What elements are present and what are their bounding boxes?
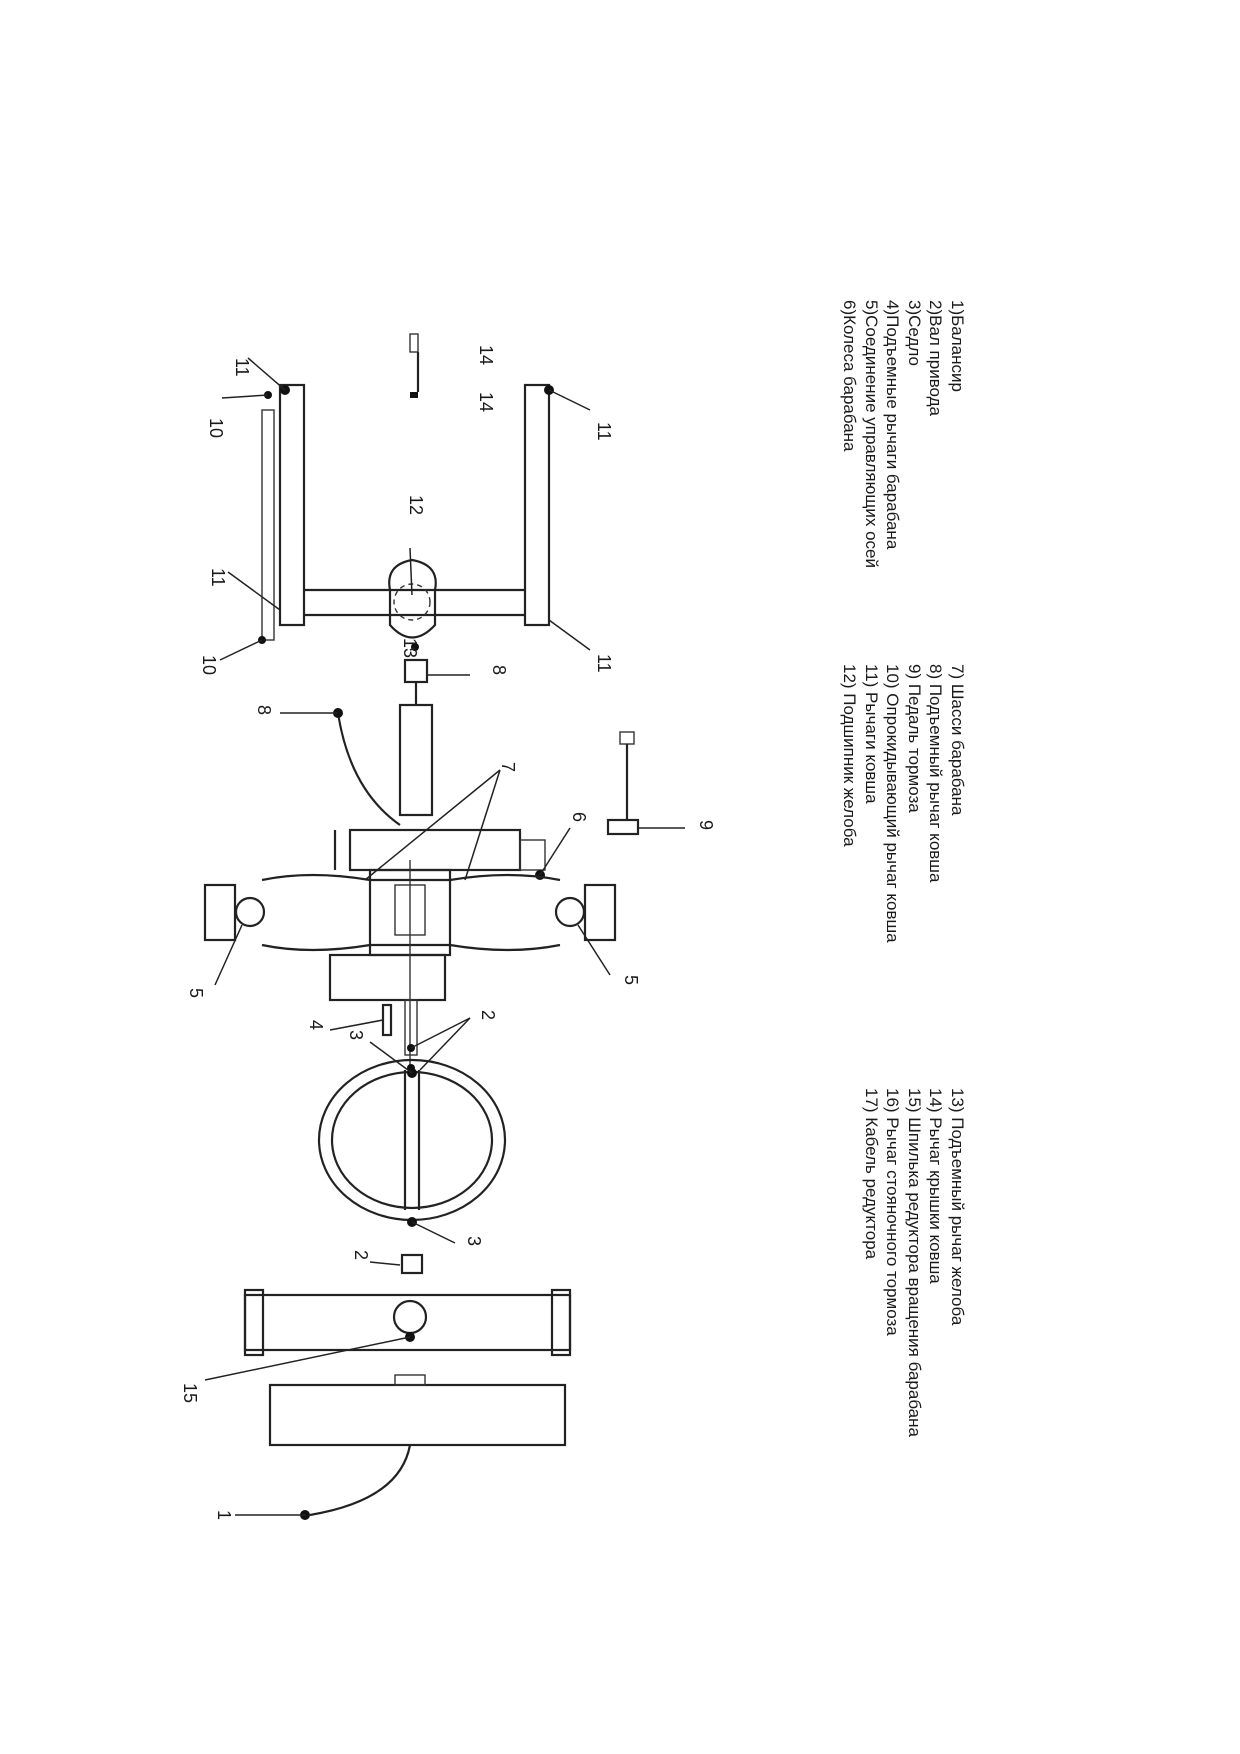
bucket-lift-cylinder — [333, 658, 434, 826]
leader-lines — [204, 357, 685, 1516]
brake-pedal — [606, 731, 640, 836]
balancer-beam — [268, 1374, 567, 1520]
legend-item-3: 3)Седло — [905, 300, 924, 366]
legend-item-5: 5)Соединение управляющих осей — [862, 300, 881, 568]
callout-7: 7 — [498, 762, 518, 772]
legend-item-17: 17) Кабель редуктора — [862, 1088, 881, 1260]
callout-12: 12 — [406, 495, 426, 515]
callout-8-right: 8 — [489, 665, 509, 675]
callout-2-upper: 2 — [478, 1010, 498, 1020]
legend-item-6: 6)Колеса барабана — [840, 300, 860, 452]
legend-column-3: 13) Подъемный рычаг желоба 14) Рычаг кры… — [861, 1088, 969, 1437]
legend-item-8: 8) Подъемный рычаг ковша — [926, 664, 946, 883]
drum-chassis — [333, 828, 546, 880]
callout-8-left: 8 — [254, 705, 274, 715]
callout-labels: 11 10 14 14 11 12 11 10 13 11 8 8 7 9 6 … — [180, 345, 716, 1520]
bucket-lid-lever-parts — [409, 333, 420, 398]
legend-column-1: 1)Балансир 2)Вал привода 3)Седло 4)Подъе… — [839, 300, 968, 568]
callout-3-upper: 3 — [346, 1030, 366, 1040]
legend-item-16: 16) Рычаг стояночного тормоза — [883, 1088, 903, 1336]
callout-14-lower: 14 — [476, 392, 496, 412]
legend-item-14: 14) Рычаг крышки ковша — [926, 1088, 946, 1284]
callout-15: 15 — [180, 1383, 200, 1403]
axle-assembly — [203, 860, 617, 1075]
callout-1: 1 — [214, 1510, 234, 1520]
callout-11-top-left: 11 — [232, 358, 252, 377]
legend-item-15: 15) Шпилька редуктора вращения барабана — [905, 1088, 924, 1437]
callout-11-top-right: 11 — [594, 422, 614, 441]
legend-column-2: 7) Шасси барабана 8) Подъемный рычаг ков… — [839, 664, 968, 943]
callout-11-mid-right: 11 — [594, 654, 614, 673]
callout-5-right: 5 — [621, 975, 641, 985]
chute-frame — [258, 383, 554, 651]
drum-ring — [317, 1058, 507, 1275]
legend-item-12: 12) Подшипник желоба — [840, 664, 860, 847]
callout-2-lower: 2 — [351, 1250, 371, 1260]
callout-3-lower: 3 — [464, 1236, 484, 1246]
callout-6: 6 — [569, 812, 589, 822]
legend-item-10: 10) Опрокидывающий рычаг ковша — [883, 664, 903, 943]
legend-item-1: 1)Балансир — [948, 300, 967, 392]
callout-13: 13 — [400, 638, 420, 658]
legend-item-9: 9) Педаль тормоза — [905, 664, 924, 813]
legend-item-11: 11) Рычаги ковша — [862, 664, 881, 804]
legend-item-13: 13) Подъемный рычаг желоба — [948, 1088, 967, 1326]
callout-10-top: 10 — [206, 418, 226, 438]
legend-item-2: 2)Вал привода — [926, 300, 946, 417]
callout-5-left: 5 — [186, 988, 206, 998]
gearbox-bar — [243, 1288, 572, 1357]
callout-10-mid: 10 — [199, 655, 219, 675]
legend-item-7: 7) Шасси барабана — [948, 664, 967, 816]
callout-4: 4 — [306, 1020, 326, 1030]
legend-item-4: 4)Подъемные рычаги барабана — [883, 300, 903, 550]
callout-9: 9 — [696, 820, 716, 830]
callout-11-mid-left: 11 — [208, 568, 228, 587]
callout-14-upper: 14 — [476, 345, 496, 365]
